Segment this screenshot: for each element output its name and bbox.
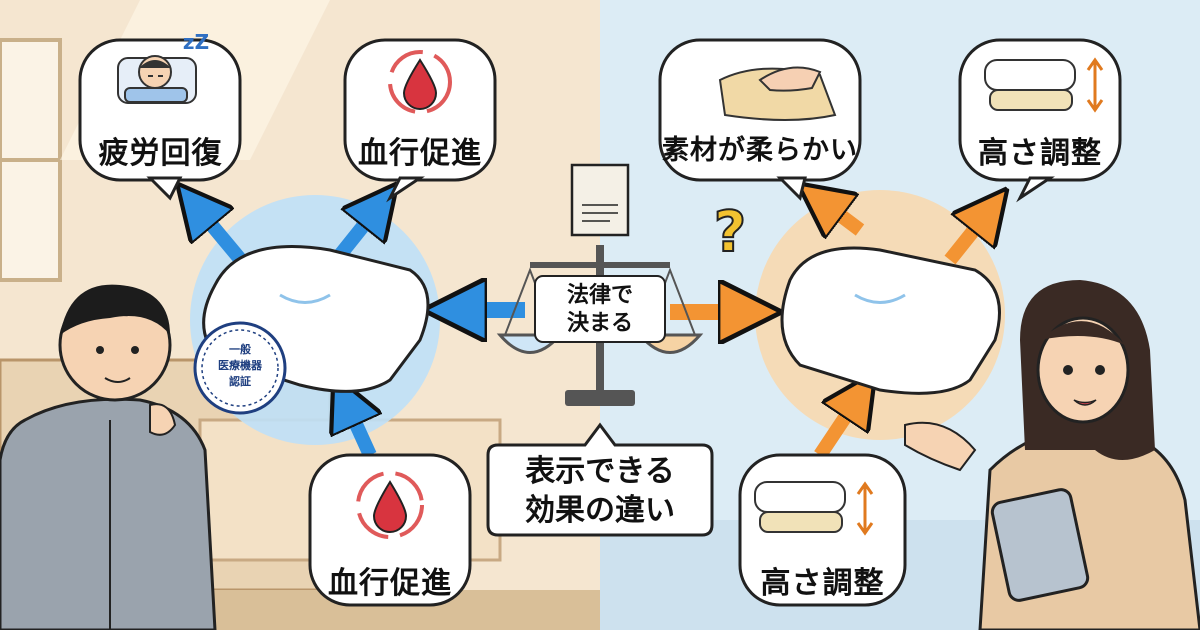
arrow-to-blood-bottom — [345, 400, 370, 458]
seal-line2: 医療機器 — [218, 359, 262, 372]
label-height-adjust-top: 高さ調整 — [978, 136, 1102, 171]
effect-difference-line1: 表示できる — [525, 454, 675, 489]
question-mark-icon: ? — [713, 199, 747, 266]
arrow-to-height-top — [944, 210, 990, 265]
scale-of-justice — [496, 163, 704, 406]
label-soft-material: 素材が柔らかい — [662, 135, 858, 166]
seal-line1: 一般 — [229, 343, 251, 356]
seal-line3: 認証 — [229, 375, 251, 388]
scale-caption-line2: 決まる — [566, 311, 633, 336]
man-character — [0, 284, 217, 630]
sleeping-face-icon — [117, 55, 197, 104]
pillow-height-icon-bottom — [754, 481, 874, 536]
label-blood-circulation-bottom: 血行促進 — [328, 566, 452, 601]
scale-caption-line1: 法律で — [566, 283, 633, 308]
right-pillow — [780, 246, 1001, 395]
blood-drop-icon-top — [388, 50, 452, 114]
arrow-to-fatigue — [195, 205, 251, 270]
label-blood-circulation-top: 血行促進 — [358, 136, 482, 171]
arrow-to-blood-top — [334, 205, 380, 260]
zzz-icon: zZ — [182, 30, 210, 54]
label-height-adjust-bottom: 高さ調整 — [760, 566, 885, 601]
hand-on-cushion-icon — [718, 66, 837, 121]
arrow-to-soft — [820, 200, 865, 230]
label-fatigue-recovery: 疲労回復 — [98, 136, 223, 171]
center-caption-bubble — [486, 422, 714, 537]
blood-drop-icon-bottom — [356, 471, 424, 539]
arrow-to-height-bottom — [814, 395, 860, 459]
effect-difference-line2: 効果の違い — [525, 493, 675, 528]
woman-character — [904, 280, 1200, 630]
certification-seal — [193, 321, 287, 415]
pillow-height-icon-top — [984, 57, 1104, 113]
